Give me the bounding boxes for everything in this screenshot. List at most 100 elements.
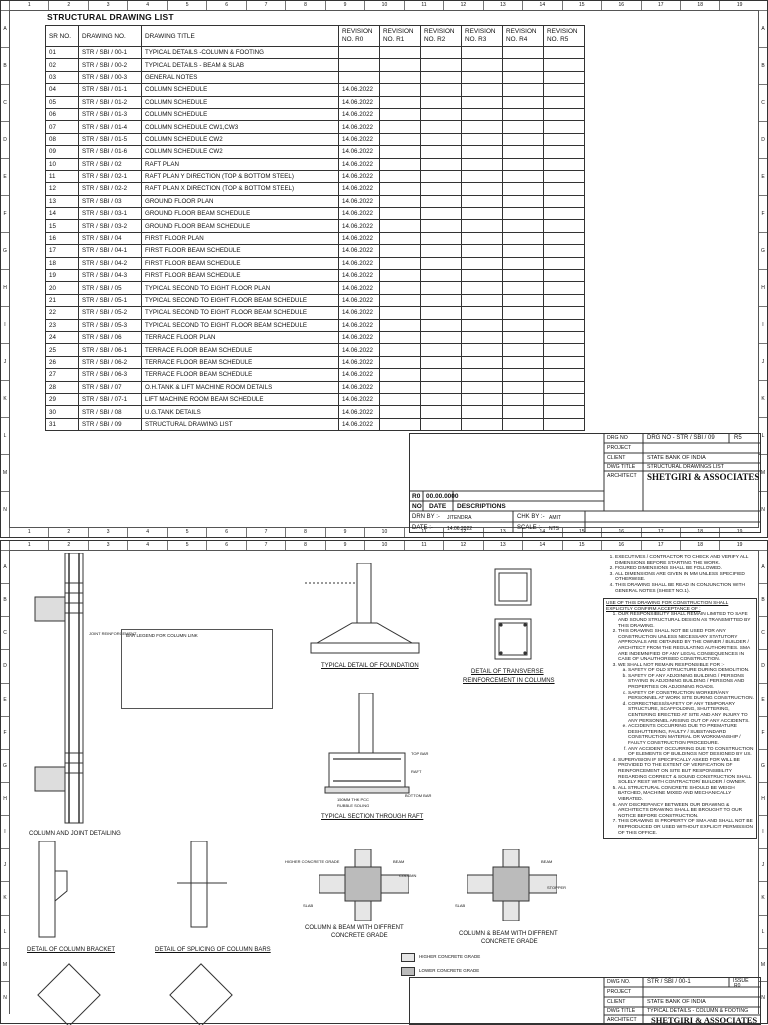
rev-no: R0 (412, 493, 421, 500)
b-firm-name: SHETGIRI & ASSOCIATES (651, 1015, 758, 1025)
ruler-mark: G (1, 232, 9, 269)
table-cell (338, 70, 380, 85)
table-cell (543, 269, 585, 283)
table-cell (420, 45, 462, 60)
ruler-mark: J (1, 848, 9, 881)
sub-item: ACCIDENTS OCCURRING DUE TO PREMATURE DES… (628, 724, 754, 746)
table-cell: STR / SBI / 09 (78, 417, 142, 432)
ruler-mark: 12 (443, 541, 482, 550)
raft-label: RAFT (411, 769, 422, 774)
ruler-mark: H (759, 781, 767, 815)
condition-text: ALL STRUCTURAL CONCRETE SHOULD BE WEIGH … (618, 785, 735, 802)
table-cell: STR / SBI / 02-1 (78, 169, 142, 184)
ruler-mark: 5 (166, 1, 206, 10)
table-cell (543, 145, 585, 159)
table-cell (379, 58, 421, 72)
table-cell: 14.06.2022 (338, 132, 380, 147)
table-cell (502, 355, 544, 370)
rev-hdr-date: DATE (429, 503, 447, 510)
table-cell (543, 70, 585, 85)
table-cell: STR / SBI / 08 (78, 405, 142, 419)
table-cell: 20 (45, 281, 79, 295)
table-cell (420, 293, 462, 308)
table-cell (502, 107, 544, 122)
sub-item: ANY ACCIDENT OCCURRING DUE TO CONSTRUCTI… (628, 747, 754, 758)
table-cell: 14.06.2022 (338, 355, 380, 370)
table-cell: STR / SBI / 00-3 (78, 70, 142, 85)
table-cell (379, 45, 421, 60)
table-cell (502, 169, 544, 184)
table-cell (379, 293, 421, 308)
ruler-mark: 15 (561, 541, 601, 550)
table-cell (420, 107, 462, 122)
ruler-mark: 19 (719, 541, 758, 550)
table-cell: 14.06.2022 (338, 306, 380, 320)
b-dwg-title-label: DWG TITLE (607, 1008, 636, 1014)
table-cell (543, 330, 585, 345)
foundation-drawing (305, 563, 420, 654)
cb1-caption-1: COLUMN & BEAM WITH DIFFRENT (305, 925, 404, 931)
table-cell (379, 417, 421, 432)
ruler-mark: G (759, 232, 767, 269)
table-cell: 14.06.2022 (338, 380, 380, 394)
ruler-mark: E (759, 158, 767, 195)
table-cell: STR / SBI / 04-2 (78, 256, 142, 271)
table-cell: 29 (45, 392, 79, 407)
table-cell (420, 380, 462, 394)
b-dwg-title: TYPICAL DETAILS - COLUMN & FOOTING (647, 1008, 749, 1014)
ruler-mark: 16 (601, 1, 640, 10)
ruler-mark: C (1, 84, 9, 121)
table-cell: 24 (45, 330, 79, 345)
ruler-mark: 7 (245, 541, 285, 550)
table-cell: GROUND FLOOR PLAN (141, 194, 339, 209)
scale-label: SCALE :- (517, 525, 543, 531)
table-cell (379, 207, 421, 221)
date-label: DATE :- (412, 525, 433, 531)
drawing-list-table: SR NO. DRAWING NO. DRAWING TITLE REVISIO… (45, 25, 585, 432)
table-cell (338, 58, 380, 72)
table-header-row: SR NO. DRAWING NO. DRAWING TITLE REVISIO… (45, 25, 585, 47)
slab-label-1: SLAB (303, 903, 314, 908)
ruler-mark: G (759, 748, 767, 782)
table-cell (420, 95, 462, 109)
table-cell (461, 231, 503, 246)
project-label: PROJECT (607, 445, 632, 451)
ruler-mark: L (759, 914, 767, 948)
table-cell (543, 405, 585, 419)
table-cell (461, 269, 503, 283)
ruler-mark: 2 (48, 541, 87, 550)
ruler-mark: 2 (48, 1, 87, 10)
table-cell (502, 231, 544, 246)
ruler-mark: D (759, 649, 767, 682)
bottom-title-block-frame (409, 977, 761, 1025)
raft-caption: TYPICAL SECTION THROUGH RAFT (321, 814, 424, 820)
lower-grade-legend: LOWER CONCRETE GRADE (419, 968, 480, 973)
ruler-mark: 13 (482, 1, 522, 10)
table-cell: 21 (45, 293, 79, 308)
table-cell: 14.06.2022 (338, 207, 380, 221)
table-cell: GROUND FLOOR BEAM SCHEDULE (141, 219, 339, 233)
table-cell: STR / SBI / 06-3 (78, 368, 142, 382)
ruler-mark: N (759, 980, 767, 1014)
table-cell: RAFT PLAN Y DIRECTION (TOP & BOTTOM STEE… (141, 169, 339, 184)
table-cell (379, 368, 421, 382)
ruler-mark: N (759, 491, 767, 528)
table-cell (543, 194, 585, 209)
table-cell (502, 330, 544, 345)
table-cell (543, 355, 585, 370)
column-beam-drawing-2 (467, 849, 557, 921)
ruler-mark: F (759, 715, 767, 749)
b-client-label: CLIENT (607, 999, 626, 1005)
ruler-mark: 10 (364, 1, 403, 10)
table-cell (502, 132, 544, 147)
architect-label: ARCHITECT (607, 473, 637, 479)
table-cell (379, 169, 421, 184)
